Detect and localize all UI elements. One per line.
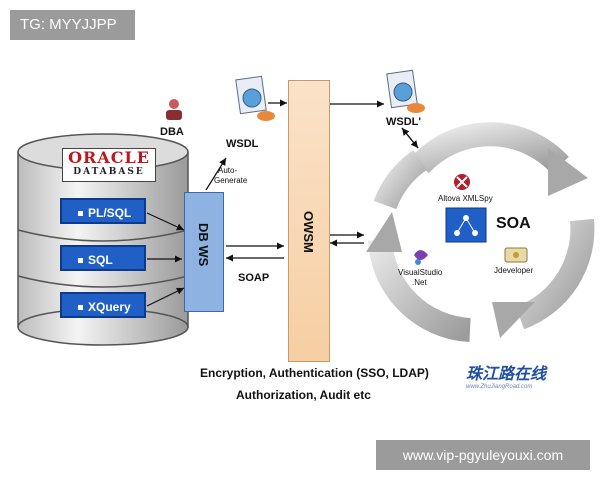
db-ws-label: DB WS — [196, 223, 211, 267]
caption-line2: Authorization, Audit etc — [236, 388, 371, 402]
oracle-brand: ORACLE — [68, 148, 150, 167]
dba-label: DBA — [160, 126, 184, 138]
wsdl-prime-document-icon — [386, 69, 425, 113]
wsdl-document-icon — [235, 75, 275, 121]
visualstudio-label-line1: VisualStudio — [398, 268, 443, 277]
layer-label: SQL — [88, 253, 113, 267]
site-logo: 珠江路在线 www.ZhuJiangRoad.com — [466, 360, 546, 390]
layer-plsql: PL/SQL — [60, 198, 146, 224]
layer-sql: SQL — [60, 245, 146, 271]
layer-label: XQuery — [88, 300, 131, 314]
oracle-subtitle: DATABASE — [73, 167, 145, 177]
auto-generate-line1: Auto- — [218, 166, 238, 175]
soa-label: SOA — [496, 215, 531, 232]
watermark-top-left: TG: MYYJJPP — [10, 10, 135, 40]
jdeveloper-icon — [504, 247, 528, 263]
jdeveloper-label: Jdeveloper — [494, 266, 534, 275]
site-logo-sub: www.ZhuJiangRoad.com — [466, 384, 533, 390]
bullet-icon — [78, 211, 83, 217]
caption-line1: Encryption, Authentication (SSO, LDAP) — [200, 366, 429, 380]
wsdl-label: WSDL — [226, 138, 259, 150]
wsdl-prime-label: WSDL' — [386, 116, 421, 128]
layer-xquery: XQuery — [60, 292, 146, 318]
visualstudio-label-line2: .Net — [412, 278, 427, 287]
auto-generate-line2: Generate — [214, 176, 248, 185]
oracle-database-logo: ORACLE DATABASE — [62, 148, 156, 182]
owsm-bar: OWSM — [288, 80, 330, 362]
visualstudio-icon — [414, 250, 428, 265]
layer-label: PL/SQL — [88, 206, 132, 220]
xmlspy-icon — [454, 174, 470, 190]
bullet-icon — [78, 258, 83, 264]
soa-cycle-arrows — [366, 122, 595, 342]
soa-hub-icon — [445, 207, 487, 243]
watermark-bottom-right: www.vip-pgyuleyouxi.com — [376, 440, 590, 470]
owsm-label: OWSM — [301, 211, 316, 253]
bullet-icon — [78, 305, 83, 311]
xmlspy-label: Altova XMLSpy — [438, 194, 493, 203]
site-logo-text: 珠江路在线 — [466, 366, 547, 383]
dba-person-icon — [166, 99, 182, 120]
db-ws-box: DB WS — [184, 192, 224, 312]
soap-label: SOAP — [238, 272, 270, 284]
